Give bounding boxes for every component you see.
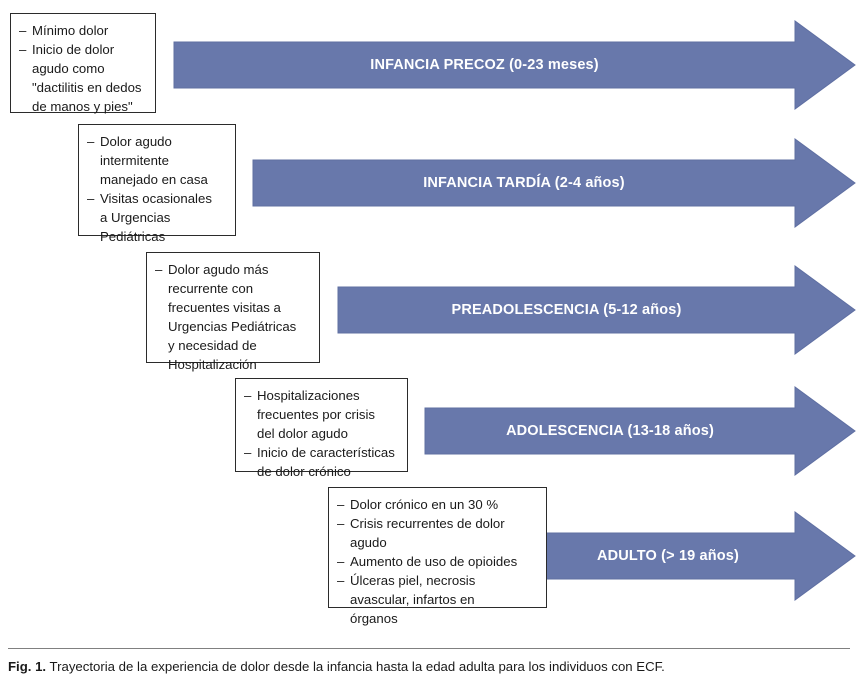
note-item: Inicio de dolor agudo como "dactilitis e… [19, 40, 147, 116]
note-item: Visitas ocasionales a Urgencias Pediátri… [87, 189, 227, 246]
note-list: Dolor crónico en un 30 % Crisis recurren… [337, 495, 538, 628]
arrow-shape-icon [173, 20, 856, 110]
figure-caption-text: Trayectoria de la experiencia de dolor d… [49, 659, 665, 674]
arrow-shape-icon [540, 511, 856, 601]
note-item: Úlceras piel, necrosis avascular, infart… [337, 571, 538, 628]
stage-note-box-preadolescencia: Dolor agudo más recurrente con frecuente… [146, 252, 320, 372]
stage-arrow-infancia-precoz: INFANCIA PRECOZ (0-23 meses) [173, 20, 856, 110]
note-item: Dolor crónico en un 30 % [337, 495, 538, 514]
stage-arrow-adulto: ADULTO (> 19 años) [540, 511, 856, 601]
note-list: Mínimo dolor Inicio de dolor agudo como … [19, 21, 147, 116]
stage-arrow-infancia-tardia: INFANCIA TARDÍA (2-4 años) [252, 138, 856, 228]
stage-arrow-adolescencia: ADOLESCENCIA (13-18 años) [424, 386, 856, 476]
note-item: Hospitalizaciones frecuentes por crisis … [244, 386, 399, 443]
note-list: Dolor agudo más recurrente con frecuente… [155, 260, 311, 374]
stage-note-box-infancia-tardia: Dolor agudo intermitente manejado en cas… [78, 124, 236, 244]
note-item: Inicio de características de dolor cróni… [244, 443, 399, 481]
note-item: Dolor agudo intermitente manejado en cas… [87, 132, 227, 189]
note-item: Dolor agudo más recurrente con frecuente… [155, 260, 311, 374]
note-list: Dolor agudo intermitente manejado en cas… [87, 132, 227, 246]
stage-note-box-adolescencia: Hospitalizaciones frecuentes por crisis … [235, 378, 408, 479]
arrow-shape-icon [424, 386, 856, 476]
note-item: Aumento de uso de opioides [337, 552, 538, 571]
figure-caption-label: Fig. 1. [8, 659, 47, 674]
stage-arrow-preadolescencia: PREADOLESCENCIA (5-12 años) [337, 265, 856, 355]
arrow-shape-icon [252, 138, 856, 228]
caption-divider [8, 648, 850, 649]
note-item: Crisis recurrentes de dolor agudo [337, 514, 538, 552]
stage-note-box-adulto: Dolor crónico en un 30 % Crisis recurren… [328, 487, 547, 626]
arrow-shape-icon [337, 265, 856, 355]
figure-caption: Fig. 1. Trayectoria de la experiencia de… [8, 658, 850, 676]
stage-note-box-infancia-precoz: Mínimo dolor Inicio de dolor agudo como … [10, 13, 156, 116]
note-item: Mínimo dolor [19, 21, 147, 40]
note-list: Hospitalizaciones frecuentes por crisis … [244, 386, 399, 481]
